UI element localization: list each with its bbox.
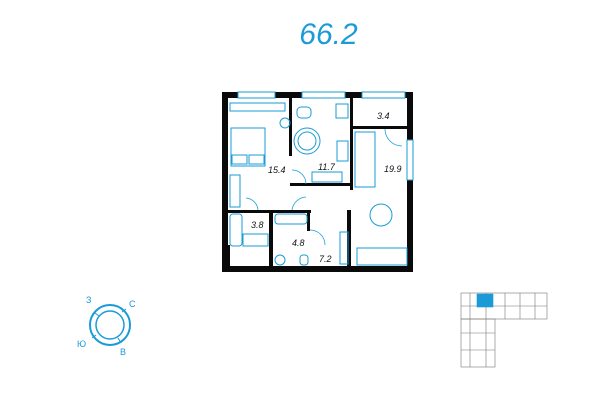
compass-west: З <box>86 295 91 305</box>
doors <box>245 128 403 246</box>
total-area: 66.2 <box>299 18 358 51</box>
sofa <box>354 131 376 188</box>
bathtub <box>229 213 243 247</box>
compass-south: Ю <box>77 339 86 349</box>
room-area-label: 4.8 <box>292 238 305 248</box>
compass: З С Ю В <box>77 295 136 357</box>
room-area-label: 11.7 <box>318 162 336 172</box>
compass-north: С <box>129 299 136 309</box>
desk <box>229 102 286 112</box>
compass-east: В <box>120 347 126 357</box>
tub-2 <box>274 213 308 225</box>
room-area-label: 3.4 <box>377 111 390 121</box>
apartment-highlight <box>476 293 494 308</box>
room-area-label: 7.2 <box>319 254 332 264</box>
room-area-label: 3.8 <box>251 220 264 230</box>
room-area-label: 15.4 <box>268 165 286 175</box>
room-area-label: 19.9 <box>384 164 402 174</box>
bed <box>230 127 266 167</box>
building-minimap <box>460 292 548 368</box>
windows <box>237 91 414 181</box>
round-table <box>293 127 321 155</box>
furniture <box>229 102 408 266</box>
dining-table <box>369 203 393 227</box>
